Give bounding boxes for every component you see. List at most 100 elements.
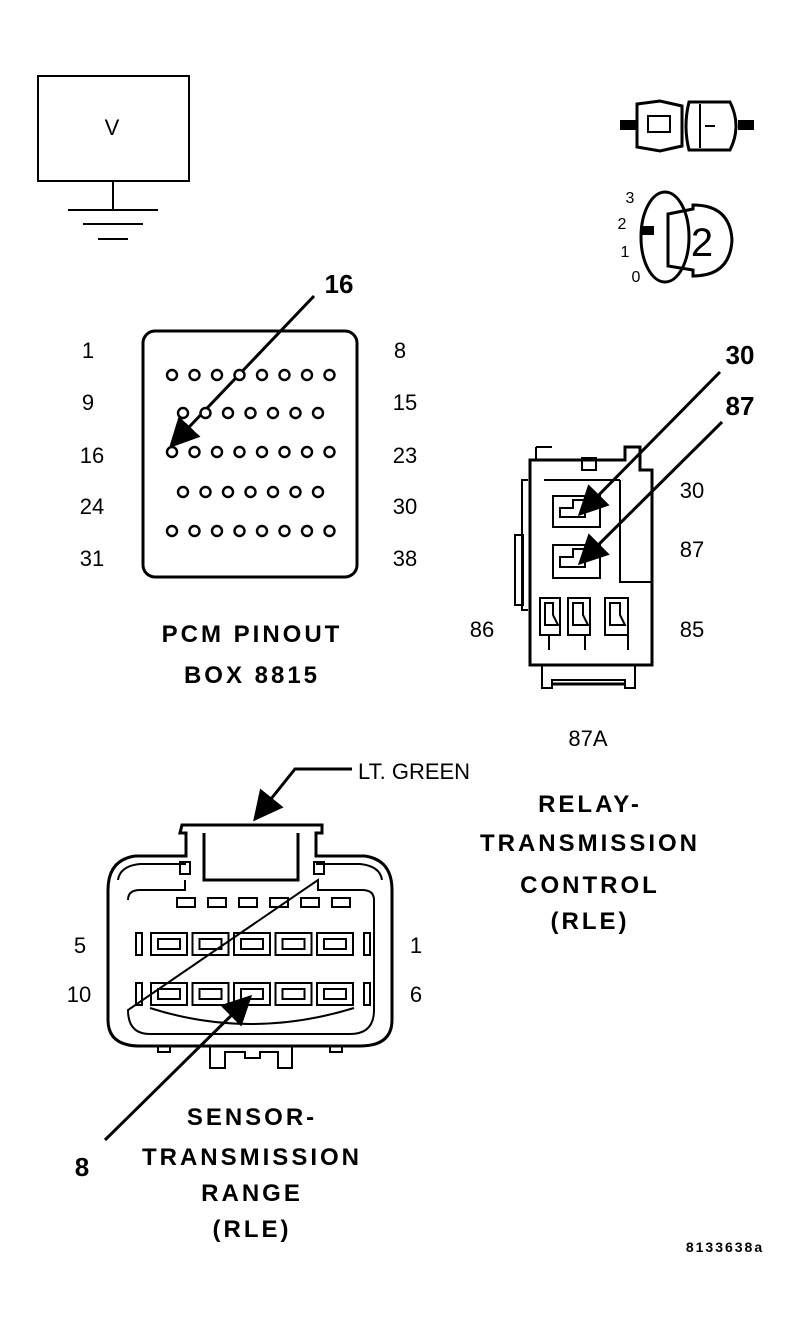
sensor-top-slot: [238, 897, 258, 908]
sensor-cavity-terminal: [198, 938, 223, 950]
pcm-pin-35: [255, 524, 269, 538]
sensor-cavity-8: [233, 982, 271, 1006]
pcm-pin-15: [311, 406, 325, 420]
sensor-label-1: 1: [410, 933, 422, 958]
pcm-pin-31: [165, 524, 179, 538]
pcm-pin-27: [244, 485, 257, 499]
ignition-position-3: 3: [626, 190, 635, 207]
pcm-pin-2: [188, 368, 201, 382]
sensor-cavity-terminal: [323, 988, 347, 1000]
pcm-pin-9: [176, 406, 190, 420]
sensor-side-guide: [363, 982, 371, 1006]
sensor-side-guide: [363, 932, 371, 956]
sensor-cavity-3: [233, 932, 271, 956]
sensor-cavity-terminal: [281, 988, 306, 1000]
ground-icon: [68, 181, 158, 240]
sensor-label-6: 6: [410, 982, 422, 1007]
relay-label-30: 30: [680, 478, 704, 503]
sensor-cavity-terminal: [240, 988, 264, 1000]
sensor-cavity-terminal: [240, 938, 264, 950]
ignition-key-label: 2: [691, 221, 713, 265]
pcm-pin-12: [244, 406, 257, 420]
sensor-side-guide: [135, 932, 143, 956]
pcm-title-line2: BOX 8815: [184, 662, 320, 689]
pcm-pin-33: [210, 524, 224, 538]
pcm-right-number-15: 15: [393, 390, 417, 415]
sensor-top-slot: [300, 897, 320, 908]
pcm-pin-37: [300, 524, 314, 538]
sensor-cavity-7: [191, 982, 230, 1006]
pcm-pin-26: [221, 485, 235, 499]
sensor-top-slot: [207, 897, 227, 908]
pcm-pin-28: [266, 485, 280, 499]
sensor-title-line2: TRANSMISSION: [142, 1144, 362, 1171]
pcm-pin-grid: [165, 368, 336, 538]
pcm-pin-34: [233, 524, 246, 538]
sensor-top-slot: [331, 897, 351, 908]
pcm-right-number-23: 23: [393, 443, 417, 468]
relay-callout-30: 30: [726, 340, 755, 370]
sensor-cavity-5: [316, 932, 354, 956]
pcm-left-number-1: 1: [82, 338, 94, 363]
sensor-cavity-1: [150, 932, 188, 956]
relay-label-86: 86: [470, 617, 494, 642]
pcm-pin-8: [323, 368, 336, 382]
sensor-cavity-2: [191, 932, 230, 956]
pcm-callout-16: 16: [325, 269, 354, 299]
pcm-pin-7: [300, 368, 314, 382]
pcm-pin-14: [289, 406, 302, 420]
sensor-cavity-terminal: [323, 938, 347, 950]
sensor-cavity-6: [150, 982, 188, 1006]
pcm-left-number-9: 9: [82, 390, 94, 415]
sensor-wire-color-label: LT. GREEN: [358, 759, 470, 784]
pcm-pin-30: [311, 485, 325, 499]
sensor-title-line4: (RLE): [213, 1216, 292, 1243]
pcm-right-number-30: 30: [393, 494, 417, 519]
pcm-right-number-38: 38: [393, 546, 417, 571]
relay-transmission-control: 30 87 30 87 86: [470, 340, 755, 935]
relay-label-85: 85: [680, 617, 704, 642]
pcm-pin-19: [233, 445, 246, 459]
pcm-pin-1: [165, 368, 179, 382]
sensor-callout-8: 8: [75, 1152, 89, 1182]
pcm-pin-18: [210, 445, 224, 459]
sensor-title-line1: SENSOR-: [187, 1104, 317, 1131]
pcm-pin-36: [278, 524, 291, 538]
pcm-pin-25: [199, 485, 212, 499]
pcm-left-number-16: 16: [80, 443, 104, 468]
pcm-pin-24: [176, 485, 190, 499]
sensor-cavity-4: [274, 932, 313, 956]
pcm-pinout: 16 1 9 16 24 31 8 15 23 30 38 PCM PINOUT…: [80, 269, 417, 689]
ignition-switch-icon: 3 2 1 0 2: [618, 190, 734, 286]
ignition-position-2: 2: [618, 216, 627, 233]
sensor-label-10: 10: [67, 982, 91, 1007]
pcm-left-number-24: 24: [80, 494, 104, 519]
relay-title-line4: (RLE): [551, 908, 630, 935]
sensor-cavity-10: [316, 982, 354, 1006]
connector-pair-icon: [620, 99, 754, 153]
pcm-pin-38: [323, 524, 336, 538]
pcm-pin-29: [289, 485, 302, 499]
sensor-side-guide: [135, 982, 143, 1006]
ignition-position-1: 1: [621, 244, 630, 261]
figure-id: 8133638a: [686, 1239, 764, 1255]
sensor-top-slot: [269, 897, 289, 908]
pcm-pin-16: [165, 445, 179, 459]
relay-callout-87: 87: [726, 391, 755, 421]
relay-label-87: 87: [680, 537, 704, 562]
ignition-position-0: 0: [632, 269, 641, 286]
pcm-pin-4: [233, 368, 246, 382]
sensor-top-slots: [176, 897, 351, 908]
relay-title-line3: CONTROL: [520, 872, 660, 899]
pcm-pin-5: [255, 368, 269, 382]
sensor-cavity-terminal: [281, 938, 306, 950]
pcm-pin-17: [188, 445, 201, 459]
sensor-connector-body: [106, 823, 394, 1069]
relay-body: [514, 445, 654, 689]
pcm-pin-13: [266, 406, 280, 420]
pcm-title-line1: PCM PINOUT: [162, 621, 343, 648]
pcm-pin-11: [221, 406, 235, 420]
voltmeter-label: V: [105, 115, 120, 140]
sensor-label-5: 5: [74, 933, 86, 958]
